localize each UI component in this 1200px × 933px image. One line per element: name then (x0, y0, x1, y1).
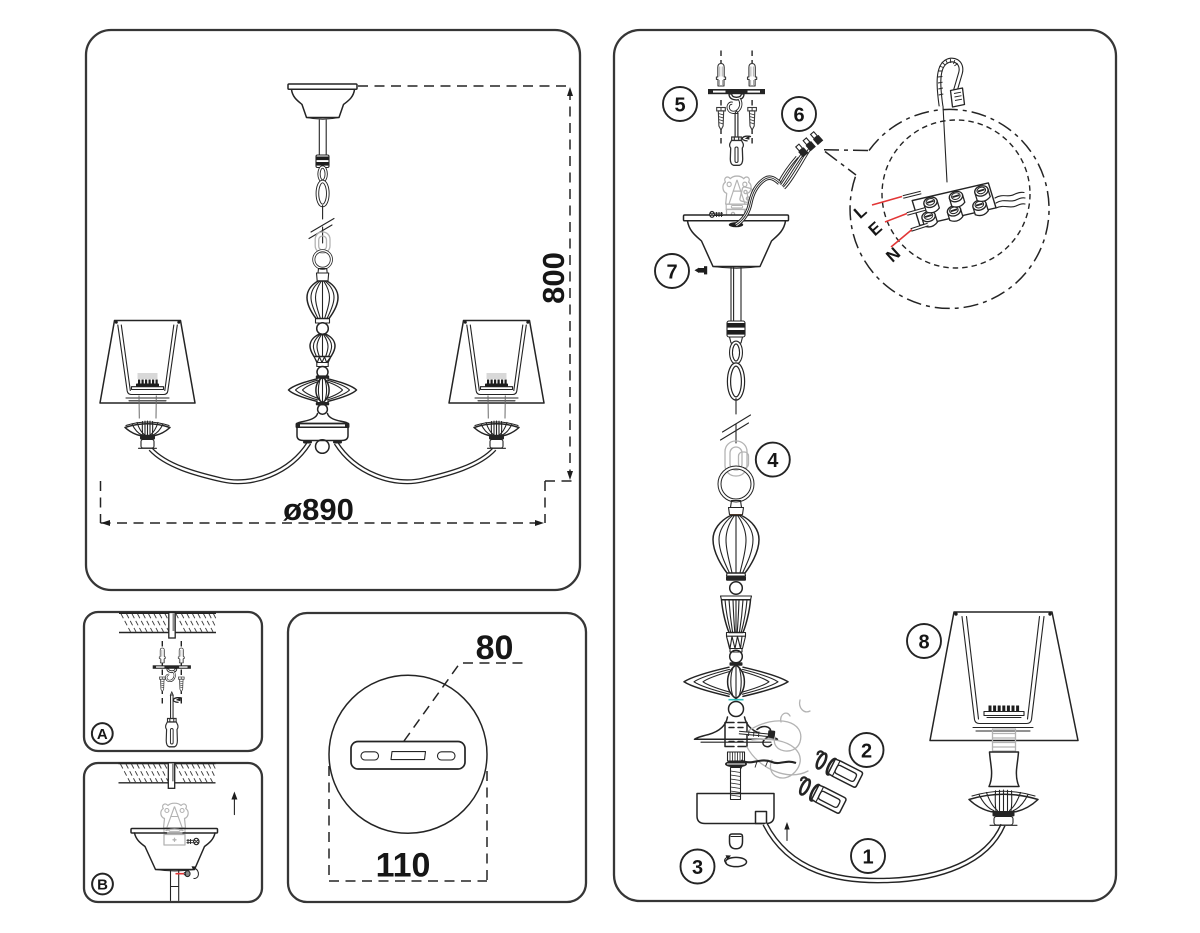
svg-text:3: 3 (692, 857, 703, 879)
svg-text:80: 80 (476, 629, 514, 667)
svg-text:6: 6 (793, 104, 804, 126)
svg-text:4: 4 (767, 450, 779, 472)
svg-text:B: B (97, 876, 108, 893)
svg-text:1: 1 (862, 846, 873, 868)
svg-text:7: 7 (666, 261, 677, 283)
svg-text:5: 5 (674, 94, 685, 116)
svg-text:A: A (97, 726, 108, 743)
svg-text:2: 2 (861, 740, 872, 762)
svg-text:800: 800 (536, 252, 571, 304)
svg-text:110: 110 (376, 847, 431, 885)
svg-text:ø890: ø890 (283, 492, 354, 527)
svg-text:8: 8 (918, 631, 929, 653)
